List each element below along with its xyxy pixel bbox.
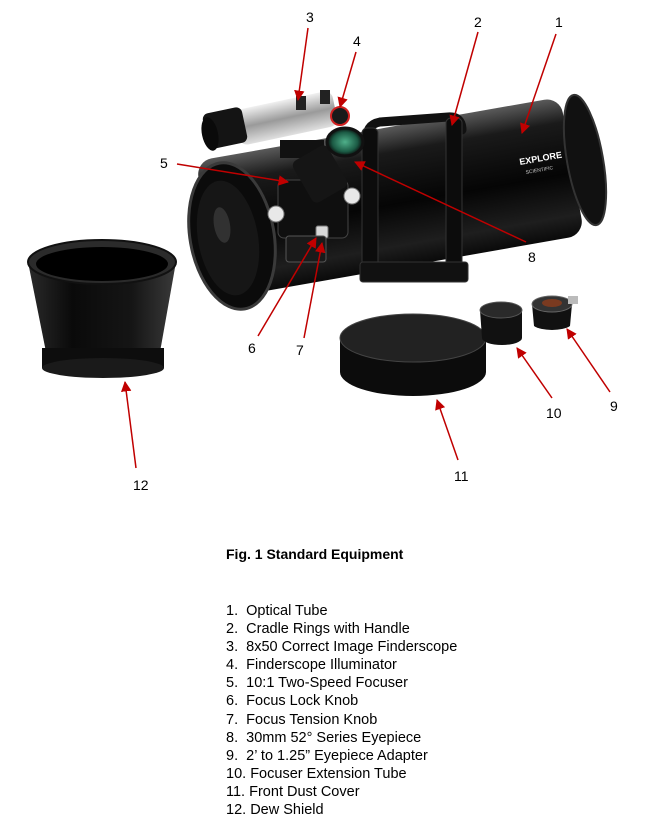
callout-5: 5: [160, 155, 168, 171]
list-item: 11. Front Dust Cover: [226, 783, 360, 800]
list-item: 5. 10:1 Two-Speed Focuser: [226, 675, 408, 692]
callout-6: 6: [248, 340, 256, 356]
arrow-5: [176, 163, 290, 186]
callout-1: 1: [555, 14, 563, 30]
arrow-9: [566, 328, 611, 393]
callout-4: 4: [353, 33, 361, 49]
parts-list: 1. Optical Tube 2. Cradle Rings with Han…: [226, 602, 457, 819]
callout-numbers: 1 2 3 4 5 6 7 8 9 10 11 12: [133, 9, 618, 493]
list-item: 8. 30mm 52° Series Eyepiece: [226, 729, 422, 746]
callout-2: 2: [474, 14, 482, 30]
finderscope-illuminator: [330, 106, 350, 126]
callout-11: 11: [454, 468, 469, 484]
arrow-6: [257, 237, 317, 337]
list-item: 4. Finderscope Illuminator: [226, 657, 397, 674]
callout-arrows: [120, 27, 611, 469]
callout-10: 10: [546, 405, 562, 421]
callout-3: 3: [306, 9, 314, 25]
front-dust-cover: [339, 313, 487, 396]
callout-8: 8: [528, 249, 536, 265]
arrow-3: [294, 27, 309, 102]
figure-caption: Fig. 1 Standard Equipment: [226, 546, 404, 562]
list-item: 7. Focus Tension Knob: [226, 711, 378, 728]
focuser: [267, 126, 365, 263]
callout-9: 9: [610, 398, 618, 414]
list-item: 10. Focuser Extension Tube: [226, 765, 407, 782]
list-item: 12. Dew Shield: [226, 802, 324, 819]
arrow-10: [516, 347, 553, 399]
list-item: 3. 8x50 Correct Image Finderscope: [226, 639, 458, 656]
list-item: 1. Optical Tube: [226, 603, 328, 619]
arrow-12: [120, 380, 137, 469]
dew-shield: [27, 239, 177, 378]
eyepiece-adapter: [531, 295, 578, 330]
arrow-7: [303, 241, 326, 339]
list-item: 2. Cradle Rings with Handle: [226, 621, 410, 638]
tube-front-end: [187, 161, 277, 311]
equipment-figure: EXPLORE SCIENTIFIC: [27, 9, 618, 493]
arrow-11: [435, 399, 459, 461]
arrow-8: [354, 161, 527, 243]
focuser-extension-tube: [479, 301, 523, 345]
arrow-1: [520, 33, 557, 134]
cradle-rings: [359, 112, 469, 283]
list-item: 9. 2’ to 1.25” Eyepiece Adapter: [226, 747, 428, 764]
tube-brand-sub-label: SCIENTIFIC: [525, 165, 554, 176]
list-item: 6. Focus Lock Knob: [226, 693, 359, 710]
callout-12: 12: [133, 477, 149, 493]
arrow-2: [449, 31, 479, 127]
arrow-4: [337, 51, 357, 109]
callout-7: 7: [296, 342, 304, 358]
